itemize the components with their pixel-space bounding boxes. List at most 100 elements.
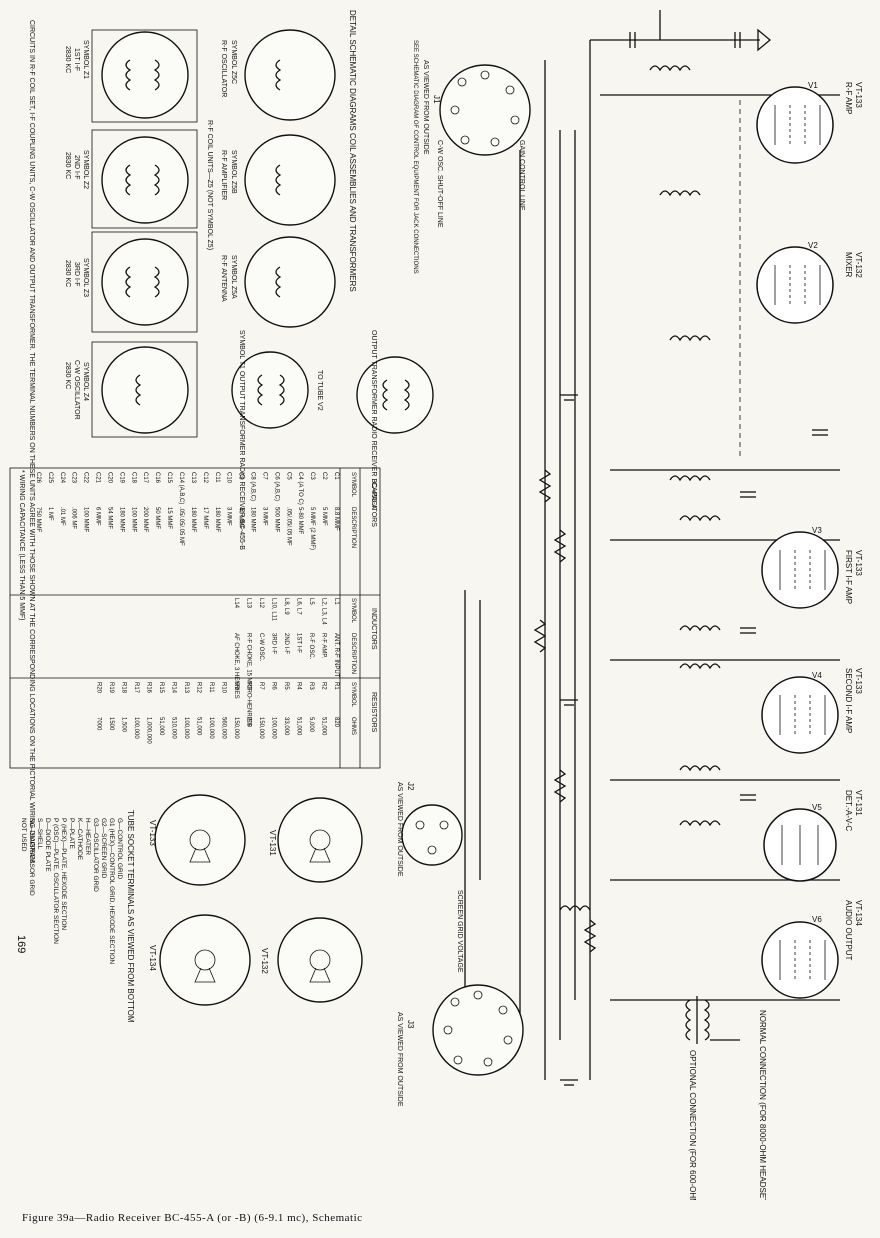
gain-control-label: GAIN CONTROL LINE — [518, 140, 525, 211]
output-transformer — [685, 996, 740, 1044]
desc-z3: 3RD I-F — [73, 262, 80, 287]
table-cell-symbol: R4 — [296, 682, 302, 690]
socket-vt133-circle — [154, 794, 246, 886]
table-cell-symbol: C5 — [285, 472, 291, 480]
desc-z1: 1ST I-F — [73, 48, 80, 71]
table-cell-value: 50 MMF — [154, 507, 160, 529]
table-header: SYMBOL — [350, 598, 356, 624]
table-cell-symbol: R3 — [308, 682, 314, 690]
table-cell-symbol: L6, L7 — [296, 598, 302, 615]
desc-z4: C-W OSCILLATOR — [73, 360, 80, 420]
tube-v2-name: MIXER — [844, 252, 853, 278]
table-cell-symbol: R15 — [158, 682, 164, 694]
table-cell-value: ANT. R-F INPUT — [333, 633, 339, 678]
t1a-label: OUTPUT TRANSFORMER RADIO RECEIVER BC-455… — [370, 330, 377, 509]
socket-vt131-label: VT-131 — [268, 830, 277, 856]
table-cell-symbol: C24 — [59, 472, 65, 484]
table-cell-value: R-F OSC. — [308, 633, 314, 660]
table-cell-value: 1ST I-F — [296, 633, 302, 653]
tube-v6: V6 AUDIO OUTPUT VT-134 — [761, 900, 863, 999]
coil-z5b-circle — [244, 134, 336, 226]
table-cell-symbol: L5 — [308, 598, 314, 605]
table-cell-symbol: C21 — [95, 472, 101, 484]
table-cell-symbol: C12 — [202, 472, 208, 484]
table-cell-value: 560,000 — [221, 717, 227, 739]
table-cell-value: 180 MMF — [250, 507, 256, 533]
socket-vt132-circle — [277, 917, 363, 1003]
table-cell-value: 5 MMF — [321, 507, 327, 526]
table-cell-value: .05/.05/.05 MF — [285, 507, 291, 546]
inductor-l5 — [669, 335, 711, 342]
inductor-l9 — [679, 663, 721, 670]
coil-z5c-circle — [244, 29, 336, 121]
table-cell-symbol: C19 — [118, 472, 124, 484]
table-cell-value: R-F AMP. — [321, 633, 327, 659]
resistor-r7 — [538, 469, 552, 503]
socket-vt134-label: VT-134 — [148, 945, 157, 971]
resistor-r14 — [553, 769, 567, 803]
tube-v5-type: VT-131 — [854, 790, 863, 816]
table-cell-symbol: C2 — [321, 472, 327, 480]
table-cell-symbol: L8, L9 — [283, 598, 289, 615]
table-cell-value: 8.8 MMF — [333, 507, 339, 531]
table-cell-value: AF CHOKE, 3 HENRIES — [233, 633, 239, 699]
jack-j2: J2 AS VIEWED FROM OUTSIDE SCREEN GRID VO… — [396, 782, 463, 973]
table-cell-symbol: L13 — [246, 598, 252, 609]
table-cell-value: 51,000 — [158, 717, 164, 736]
tube-v5-name: DET.-A-V-C — [844, 790, 853, 832]
table-cell-symbol: R20 — [96, 682, 102, 694]
desc-z5a: R-F ANTENNA — [220, 255, 227, 302]
table-cell-value: 1500 — [108, 717, 114, 731]
socket-legend-line: S—SHELL — [36, 818, 43, 850]
inductor-l13 — [559, 905, 591, 912]
table-cell-value: 17 MMF — [202, 507, 208, 529]
coil-z5a-circle — [244, 236, 336, 328]
symbol-z3: SYMBOL Z3 — [82, 258, 89, 297]
table-cell-symbol: R19 — [108, 682, 114, 694]
table-cell-symbol: L2, L3, L4 — [321, 598, 327, 625]
table-cell-value: 15 MMF — [166, 507, 172, 529]
jack-j3: J3 AS VIEWED FROM OUTSIDE — [396, 984, 524, 1107]
table-section-title: RESISTORS — [370, 692, 377, 733]
socket-legend-line: G3—OSCILLATOR GRID — [92, 818, 99, 892]
tube-v5-id: V5 — [812, 803, 822, 812]
tube-v6-name: AUDIO OUTPUT — [844, 900, 853, 961]
transformer-t1a-circle — [356, 356, 434, 434]
table-cell-value: 5-80 MMF — [297, 507, 303, 535]
table-cell-value: 100 MMF — [83, 507, 89, 533]
table-cell-value: 100,000 — [208, 717, 214, 739]
jack-j2-note: AS VIEWED FROM OUTSIDE — [396, 782, 403, 877]
ground-symbols — [560, 394, 578, 1086]
table-cell-value: 200 MMF — [142, 507, 148, 533]
inductor-l8 — [679, 625, 721, 632]
table-cell-symbol: C16 — [154, 472, 160, 484]
coil-z3-circle — [101, 238, 189, 326]
table-cell-symbol: C9 — [238, 472, 244, 480]
table-cell-value: 150,000 — [258, 717, 264, 739]
jack-j3-note: AS VIEWED FROM OUTSIDE — [396, 1012, 403, 1107]
table-cell-symbol: R7 — [258, 682, 264, 690]
transformer-t1-circle — [231, 351, 309, 429]
inductor-l3 — [659, 190, 701, 197]
freq-z2: 2830 KC — [64, 152, 71, 179]
table-cell-value: C-W OSC. — [258, 633, 264, 662]
socket-legend-line: Su—SUPPRESSOR GRID — [28, 818, 35, 896]
table-cell-symbol: L14 — [233, 598, 239, 609]
table-section-title: INDUCTORS — [370, 608, 377, 650]
symbol-z5b: SYMBOL Z5B — [230, 150, 237, 194]
socket-legend-line: H—HEATER — [84, 818, 91, 855]
table-header: OHMS — [350, 717, 356, 735]
symbol-z5c: SYMBOL Z5C — [230, 40, 237, 84]
inductor-l7 — [679, 515, 721, 522]
tube-v2: V2 MIXER VT-132 — [756, 241, 863, 324]
table-header: DESCRIPTION — [350, 507, 356, 548]
table-cell-symbol: C17 — [142, 472, 148, 484]
coil-z2-circle — [101, 136, 189, 224]
table-header: SYMBOL — [350, 472, 356, 498]
table-cell-symbol: R1 — [333, 682, 339, 690]
jack-j2-title: J2 — [406, 782, 415, 791]
jack-j1-note: AS VIEWED FROM OUTSIDE — [422, 60, 429, 155]
table-cell-symbol: R5 — [283, 682, 289, 690]
